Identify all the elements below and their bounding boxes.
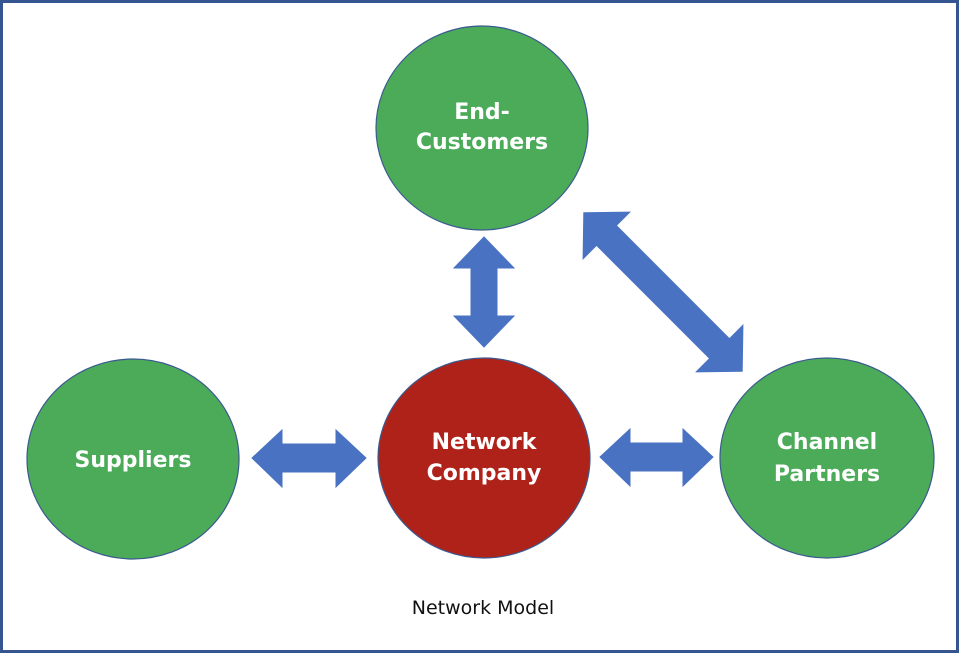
arrow-end-customers-channel-partners xyxy=(582,211,744,373)
node-network-company-label-line1: Network xyxy=(432,430,538,455)
node-network-company-label-line2: Company xyxy=(427,461,542,486)
node-channel-partners: Channel Partners xyxy=(719,357,935,559)
arrow-suppliers-network-company xyxy=(251,428,367,489)
node-channel-partners-label-line1: Channel xyxy=(777,430,877,455)
node-network-company: Network Company xyxy=(377,357,591,559)
node-end-customers-label-line2: Customers xyxy=(416,130,548,155)
node-suppliers-label: Suppliers xyxy=(75,448,192,473)
arrow-end-customers-network-company xyxy=(452,236,516,348)
node-end-customers-label-line1: End- xyxy=(454,100,510,125)
node-end-customers: End- Customers xyxy=(375,25,589,231)
arrow-network-company-channel-partners xyxy=(599,427,714,488)
node-suppliers: Suppliers xyxy=(26,358,240,560)
diagram-caption: Network Model xyxy=(412,597,554,619)
node-channel-partners-label-line2: Partners xyxy=(774,462,880,487)
